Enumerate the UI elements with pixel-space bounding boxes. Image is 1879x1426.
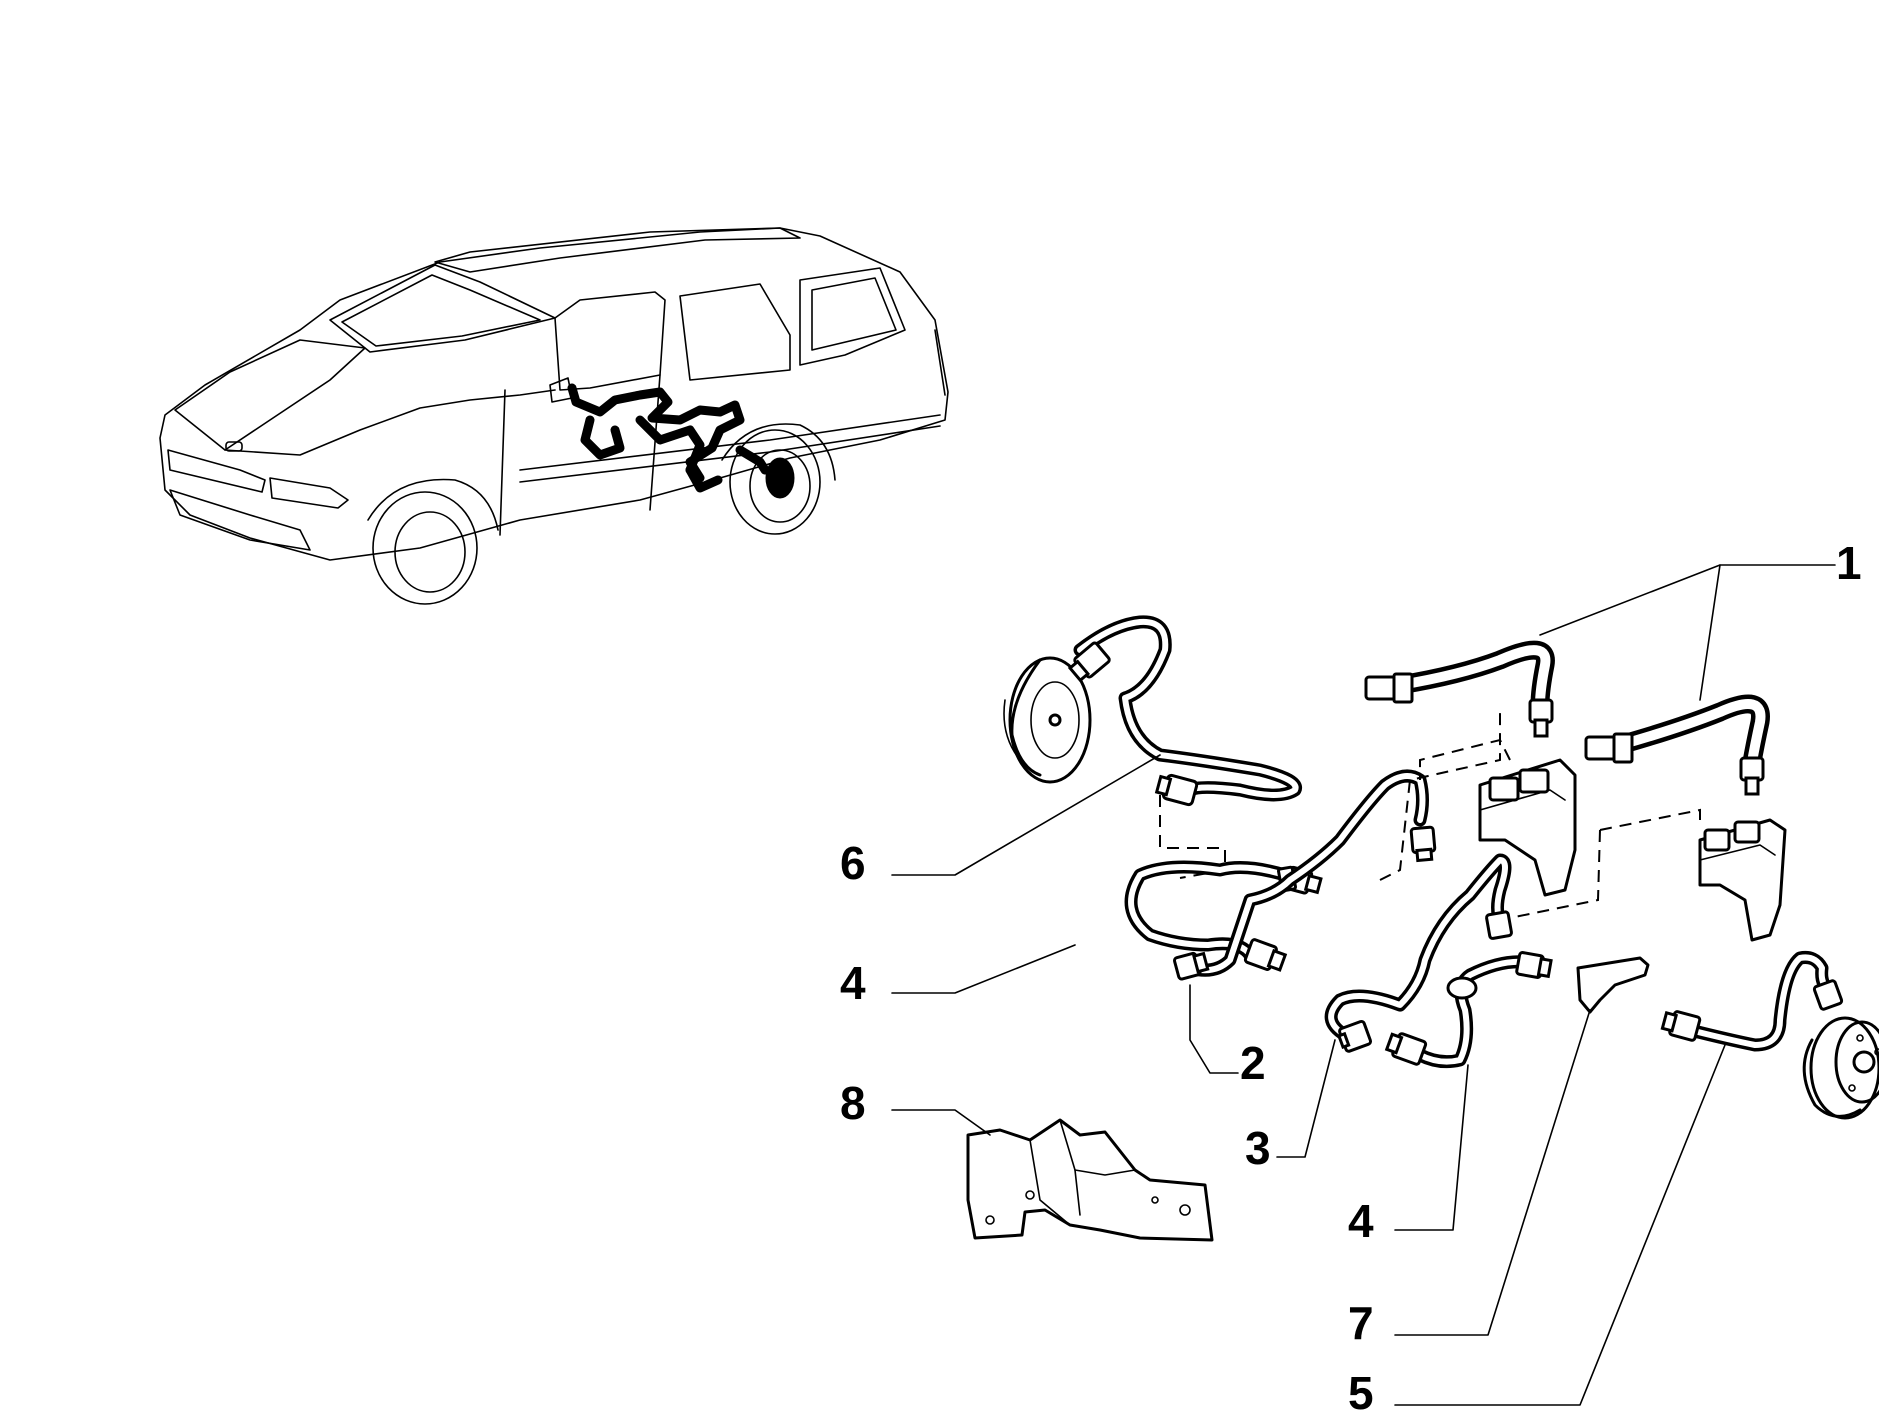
part-6-front-pipe xyxy=(1003,615,1302,807)
car-illustration xyxy=(159,227,949,605)
callout-4-right: 4 xyxy=(1348,1195,1374,1247)
callout-3: 3 xyxy=(1245,1122,1271,1174)
callout-1: 1 xyxy=(1836,537,1862,589)
leader-lines xyxy=(891,564,1836,1406)
part-3-pipe xyxy=(1324,853,1513,1053)
callout-6: 6 xyxy=(840,837,866,889)
callout-8: 8 xyxy=(840,1077,866,1129)
part-2-pipe xyxy=(1172,769,1437,981)
part-5-rear-pipe xyxy=(1660,951,1879,1120)
callout-4-left: 4 xyxy=(840,957,866,1009)
callout-7: 7 xyxy=(1348,1297,1374,1349)
part-7-clip xyxy=(1576,956,1650,1014)
callout-5: 5 xyxy=(1348,1367,1374,1419)
part-8-bracket xyxy=(966,1118,1214,1242)
valve-bracket-1 xyxy=(1478,758,1577,897)
part-1-hoses xyxy=(1364,640,1770,796)
valve-bracket-2 xyxy=(1698,818,1787,942)
part-4-right-pipe xyxy=(1384,951,1553,1069)
callout-2: 2 xyxy=(1240,1037,1266,1089)
